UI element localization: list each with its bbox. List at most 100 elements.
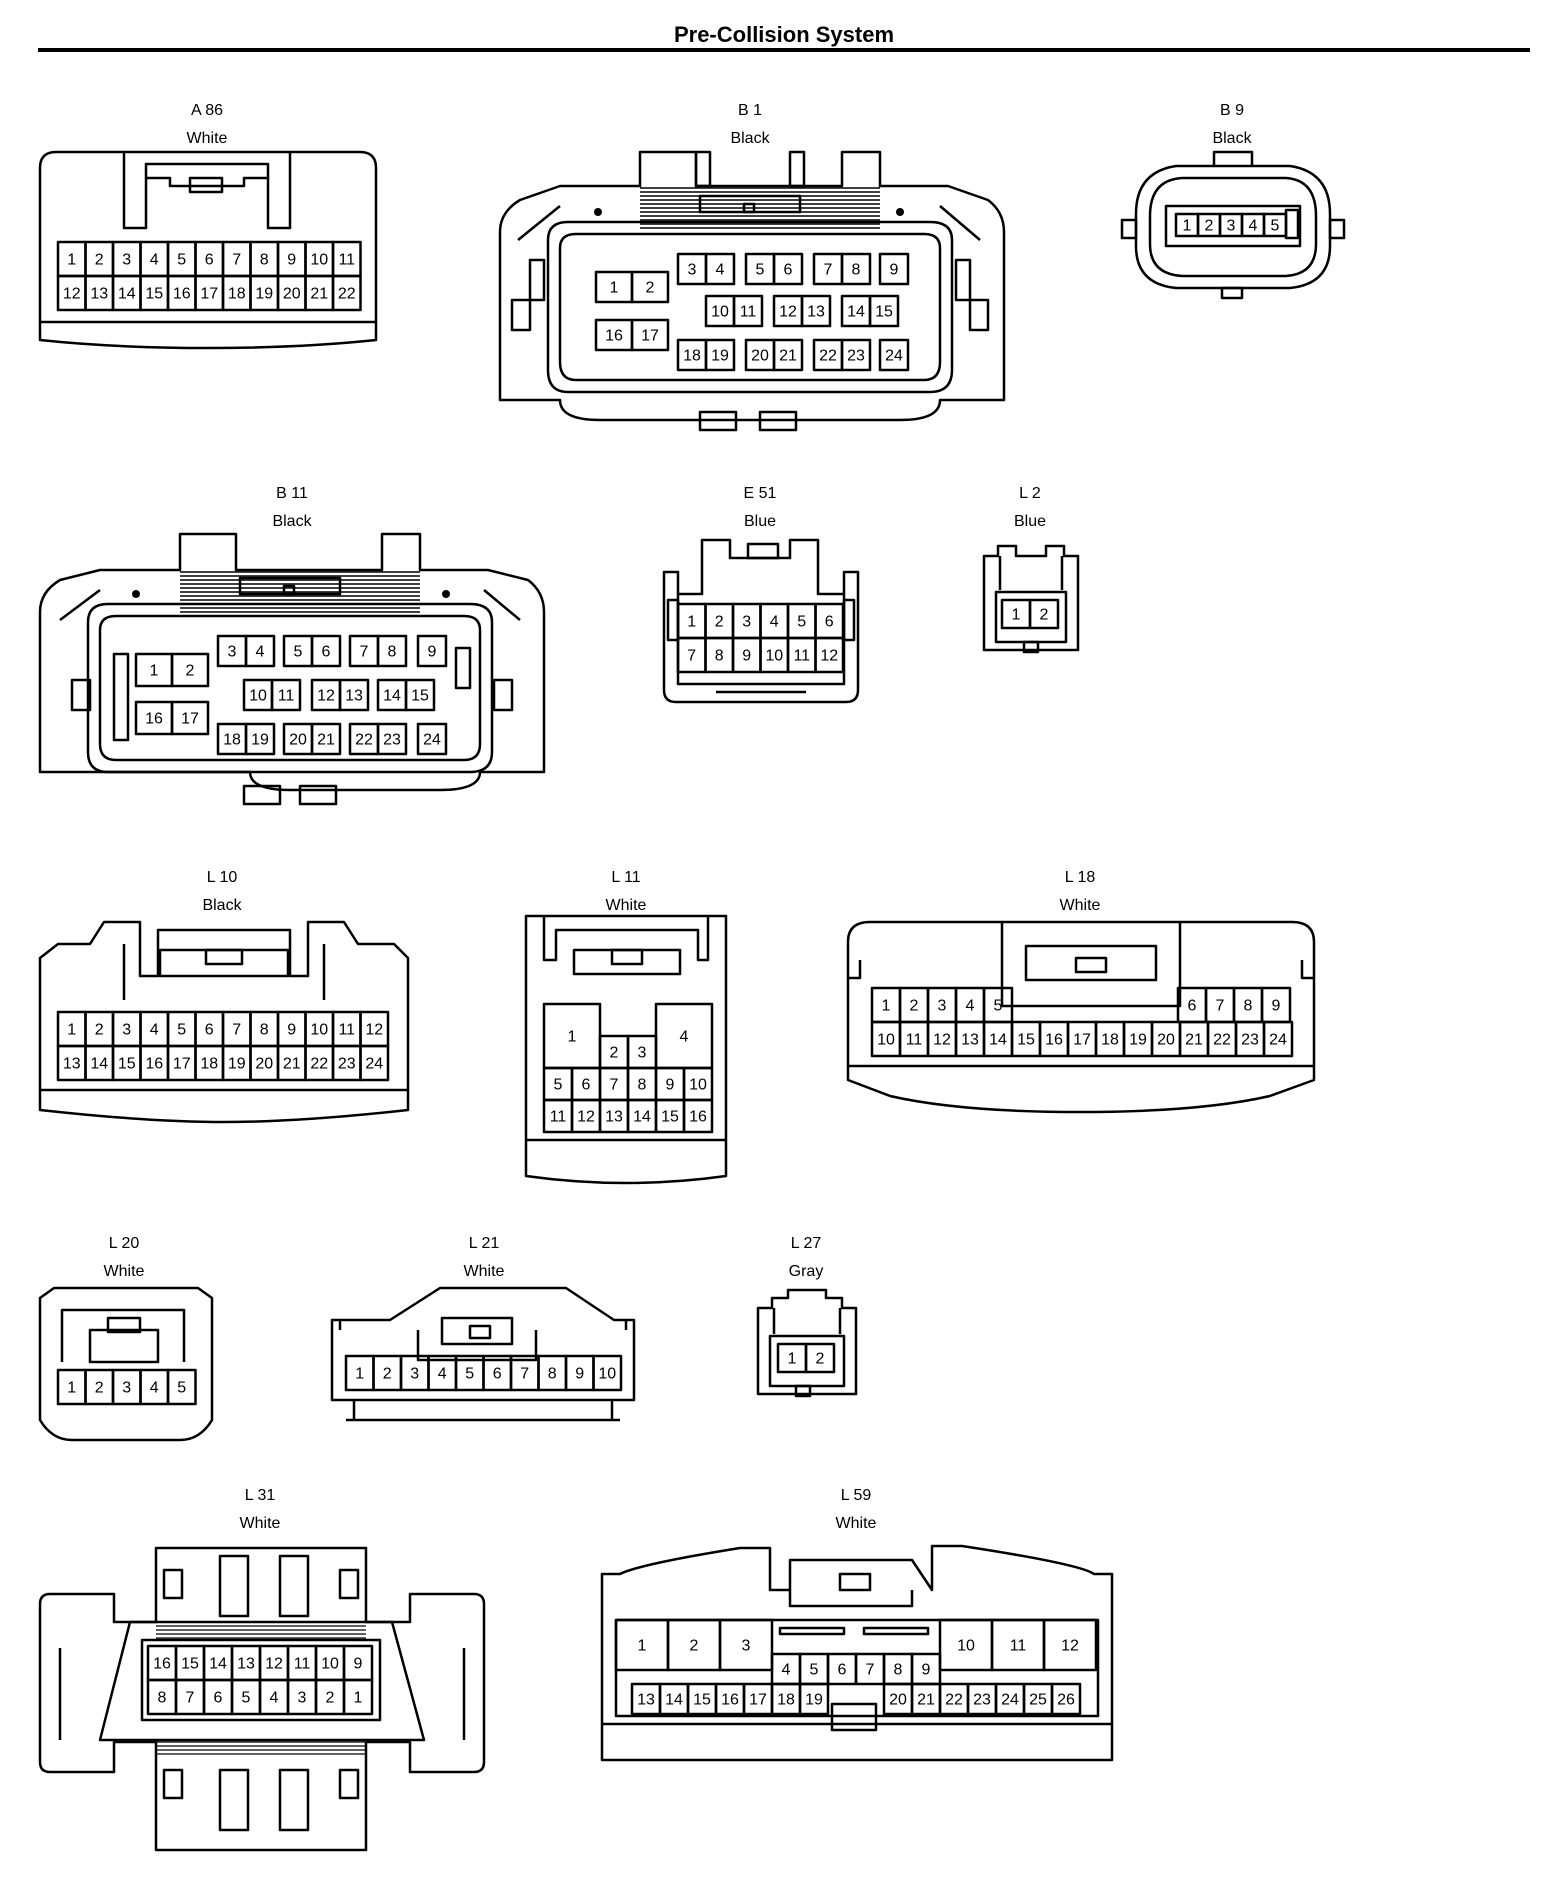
pin-number: 4: [150, 1022, 159, 1039]
pin-number: 15: [875, 304, 893, 321]
pin-number: 26: [1057, 1692, 1075, 1709]
pin-number: 9: [890, 262, 899, 279]
pin-number: 16: [153, 1656, 171, 1673]
pin-cell: [244, 634, 276, 668]
pin-number: 5: [177, 1380, 186, 1397]
pin-number: 9: [1272, 998, 1281, 1015]
pin-number: 11: [1010, 1638, 1027, 1655]
pin-number: 17: [641, 328, 659, 345]
pin-number: 6: [322, 644, 331, 661]
pin-cell: [814, 636, 845, 674]
pin-number: 1: [568, 1029, 577, 1046]
pin-number: 5: [554, 1077, 563, 1094]
connector-color: Blue: [744, 513, 776, 530]
pin-number: 24: [1001, 1692, 1019, 1709]
pin-number: 8: [260, 252, 269, 269]
pin-number: 2: [95, 1022, 104, 1039]
pin-cell: [170, 652, 210, 688]
pin-number: 3: [298, 1690, 307, 1707]
pin-cell: [166, 1368, 197, 1406]
pin-number: 4: [150, 252, 159, 269]
connector-color: Black: [1212, 130, 1252, 147]
pin-cell: [416, 722, 448, 756]
pin-number: 13: [90, 286, 108, 303]
pin-cell: [1042, 1618, 1098, 1672]
pin-number: 8: [158, 1690, 167, 1707]
pin-number: 18: [228, 286, 246, 303]
pin-number: 5: [797, 614, 806, 631]
pin-number: 12: [1061, 1638, 1079, 1655]
pin-number: 21: [779, 348, 797, 365]
pin-number: 17: [749, 1692, 767, 1709]
pin-number: 19: [255, 286, 273, 303]
pin-number: 2: [1040, 607, 1049, 624]
pin-number: 11: [793, 648, 810, 665]
pin-cell: [630, 270, 670, 304]
pin-number: 1: [67, 252, 76, 269]
pin-number: 16: [721, 1692, 739, 1709]
pin-number: 3: [938, 998, 947, 1015]
pin-cell: [342, 1678, 374, 1716]
pin-number: 16: [1045, 1032, 1063, 1049]
pin-number: 16: [145, 711, 163, 728]
connector-code: L 27: [791, 1235, 822, 1252]
pin-number: 1: [638, 1638, 647, 1655]
pin-number: 2: [186, 663, 195, 680]
pin-number: 22: [945, 1692, 963, 1709]
pin-number: 15: [145, 286, 163, 303]
pin-number: 17: [181, 711, 199, 728]
pin-number: 20: [289, 732, 307, 749]
pin-number: 7: [520, 1366, 529, 1383]
pin-number: 18: [223, 732, 241, 749]
pin-number: 12: [317, 688, 335, 705]
pin-number: 23: [847, 348, 865, 365]
pin-number: 13: [345, 688, 363, 705]
pin-cell: [359, 1044, 390, 1082]
pin-number: 3: [742, 1638, 751, 1655]
pin-cell: [800, 294, 832, 328]
connector-code: L 2: [1019, 485, 1041, 502]
pin-cell: [592, 1354, 623, 1392]
pin-number: 5: [756, 262, 765, 279]
pin-number: 9: [287, 1022, 296, 1039]
pin-number: 2: [95, 1380, 104, 1397]
pin-number: 3: [228, 644, 237, 661]
connector-code: E 51: [744, 485, 777, 502]
pin-number: 4: [680, 1029, 689, 1046]
pin-number: 6: [205, 1022, 214, 1039]
pin-number: 1: [67, 1022, 76, 1039]
pin-number: 20: [1157, 1032, 1175, 1049]
pin-number: 3: [410, 1366, 419, 1383]
pin-number: 11: [740, 304, 757, 321]
pin-number: 4: [270, 1690, 279, 1707]
pin-number: 2: [816, 1351, 825, 1368]
pin-number: 8: [260, 1022, 269, 1039]
pin-number: 20: [255, 1056, 273, 1073]
pin-number: 11: [906, 1032, 923, 1049]
pin-number: 10: [249, 688, 267, 705]
pin-number: 8: [1244, 998, 1253, 1015]
pin-number: 10: [598, 1366, 616, 1383]
pin-number: 2: [610, 1045, 619, 1062]
pin-number: 14: [383, 688, 401, 705]
pin-number: 5: [994, 998, 1003, 1015]
pin-number: 4: [782, 1662, 791, 1679]
connector-code: B 9: [1220, 102, 1244, 119]
pin-number: 4: [716, 262, 725, 279]
pin-number: 5: [1271, 218, 1280, 235]
connector-code: L 21: [469, 1235, 500, 1252]
pin-number: 1: [355, 1366, 364, 1383]
pin-number: 18: [200, 1056, 218, 1073]
pin-number: 5: [810, 1662, 819, 1679]
pin-number: 20: [889, 1692, 907, 1709]
pin-number: 22: [310, 1056, 328, 1073]
pin-number: 15: [661, 1109, 679, 1126]
pin-number: 8: [638, 1077, 647, 1094]
pin-cell: [804, 1342, 836, 1374]
